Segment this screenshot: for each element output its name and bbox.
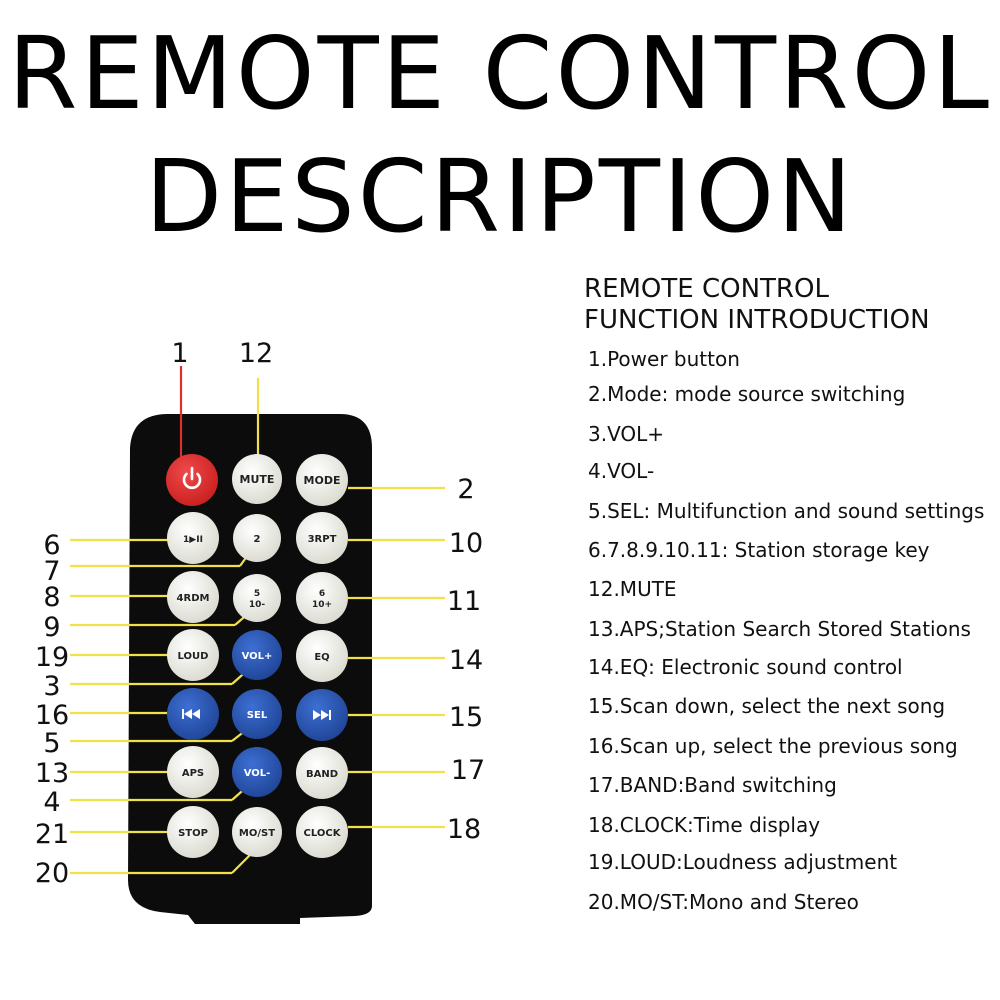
callout-17: 17 (451, 755, 485, 786)
callout-11: 11 (447, 586, 481, 617)
previous-button[interactable] (167, 688, 219, 740)
callout-14: 14 (449, 645, 483, 676)
random-button-label: 4RDM (177, 593, 210, 604)
page-title-line-1: REMOTE CONTROL (7, 15, 993, 132)
function-item: 1.Power button (588, 347, 740, 371)
mono-stereo-button[interactable]: MO/ST (232, 807, 282, 857)
repeat-button-label: 3RPT (308, 534, 337, 545)
eq-button-label: EQ (314, 652, 329, 663)
function-item: 4.VOL- (588, 459, 655, 483)
callout-3: 3 (43, 671, 60, 702)
function-item: 14.EQ: Electronic sound control (588, 655, 903, 679)
five-button[interactable]: 5 10- (233, 574, 281, 622)
two-button-label: 2 (254, 534, 261, 545)
stop-button[interactable]: STOP (167, 806, 219, 858)
power-button[interactable] (166, 454, 218, 506)
aps-button[interactable]: APS (167, 746, 219, 798)
loud-button-label: LOUD (178, 651, 209, 662)
function-heading-line-2: FUNCTION INTRODUCTION (584, 305, 930, 335)
page-title-line-2: DESCRIPTION (145, 138, 855, 255)
play-pause-icon: 1▶II (183, 535, 203, 545)
clock-button[interactable]: CLOCK (296, 806, 348, 858)
function-item: 6.7.8.9.10.11: Station storage key (588, 538, 930, 562)
callout-9: 9 (43, 612, 60, 643)
stop-button-label: STOP (178, 828, 208, 839)
volume-up-button[interactable]: VOL+ (232, 630, 282, 680)
callout-13: 13 (35, 758, 69, 789)
mono-stereo-button-label: MO/ST (239, 828, 275, 839)
callout-8: 8 (43, 582, 60, 613)
next-icon (313, 710, 331, 720)
function-item: 19.LOUD:Loudness adjustment (588, 850, 898, 874)
power-icon (182, 466, 202, 490)
aps-button-label: APS (182, 768, 204, 779)
sel-button[interactable]: SEL (232, 689, 282, 739)
function-item: 16.Scan up, select the previous song (588, 734, 958, 758)
band-button-label: BAND (306, 769, 338, 780)
volume-down-button[interactable]: VOL- (232, 747, 282, 797)
callout-19: 19 (35, 642, 69, 673)
previous-icon (182, 709, 200, 719)
callout-21: 21 (35, 819, 69, 850)
function-item: 18.CLOCK:Time display (588, 813, 821, 837)
next-button[interactable] (296, 689, 348, 741)
callout-16: 16 (35, 700, 69, 731)
volume-up-button-label: VOL+ (242, 651, 273, 662)
sel-button-label: SEL (247, 710, 268, 721)
five-button-sublabel: 10- (249, 600, 266, 610)
function-item: 2.Mode: mode source switching (588, 382, 906, 406)
callout-20: 20 (35, 858, 69, 889)
two-button[interactable]: 2 (233, 514, 281, 562)
play-pause-button[interactable]: 1▶II (167, 512, 219, 564)
callout-18: 18 (447, 814, 481, 845)
loud-button[interactable]: LOUD (167, 629, 219, 681)
clock-button-label: CLOCK (304, 828, 342, 839)
callout-12: 12 (239, 338, 273, 369)
six-button-sublabel: 10+ (312, 600, 332, 610)
function-item: 12.MUTE (588, 577, 677, 601)
callout-2: 2 (457, 474, 474, 505)
leader-lines (70, 378, 445, 875)
function-item: 17.BAND:Band switching (588, 773, 837, 797)
mute-button[interactable]: MUTE (232, 454, 282, 504)
function-item: 15.Scan down, select the next song (588, 694, 946, 718)
mode-button-label: MODE (304, 474, 341, 487)
leader-line-20-b (231, 854, 251, 874)
function-item: 20.MO/ST:Mono and Stereo (588, 890, 859, 914)
function-item: 13.APS;Station Search Stored Stations (588, 617, 971, 641)
callout-5: 5 (43, 728, 60, 759)
mode-button[interactable]: MODE (296, 454, 348, 506)
six-button[interactable]: 6 10+ (296, 572, 348, 624)
five-button-label: 5 (254, 589, 260, 599)
callout-7: 7 (43, 556, 60, 587)
mute-button-label: MUTE (240, 473, 275, 486)
band-button[interactable]: BAND (296, 747, 348, 799)
function-item: 5.SEL: Multifunction and sound settings (588, 499, 985, 523)
random-button[interactable]: 4RDM (167, 571, 219, 623)
volume-down-button-label: VOL- (244, 768, 271, 779)
remote-diagram: MUTE MODE 1▶II 2 3RPT 4RDM 5 10- 6 10+ L… (35, 338, 485, 924)
function-heading-line-1: REMOTE CONTROL (584, 274, 829, 304)
callout-6: 6 (43, 530, 60, 561)
six-button-label: 6 (319, 589, 325, 599)
callout-4: 4 (43, 787, 60, 818)
callout-15: 15 (449, 702, 483, 733)
eq-button[interactable]: EQ (296, 630, 348, 682)
callout-10: 10 (449, 528, 483, 559)
repeat-button[interactable]: 3RPT (296, 512, 348, 564)
function-item: 3.VOL+ (588, 422, 665, 446)
callout-1: 1 (171, 338, 188, 369)
